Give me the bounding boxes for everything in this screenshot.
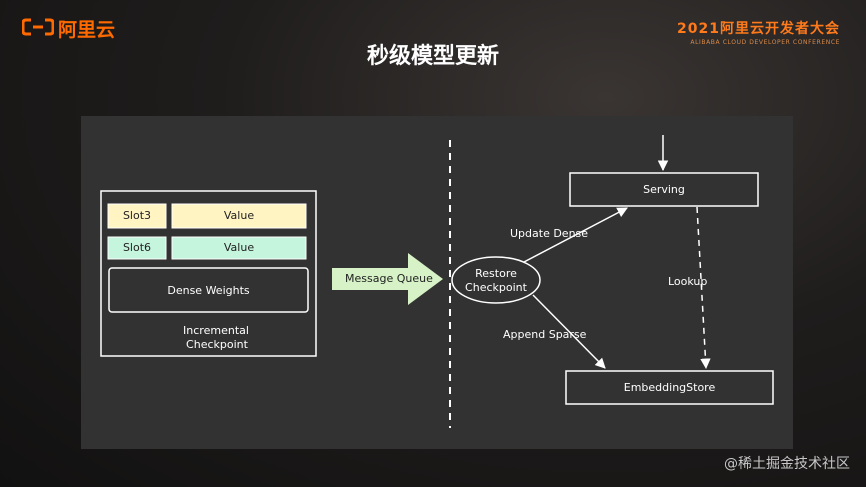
slot3-key-label: Slot3 [122, 209, 152, 222]
slide-title: 秒级模型更新 [366, 44, 499, 69]
update-dense-arrow [523, 207, 628, 263]
restore-checkpoint-label-line1: Restore [475, 267, 517, 280]
slot3-key-cell [107, 203, 167, 229]
restore-checkpoint-node [451, 256, 541, 304]
embedding-store-label: EmbeddingStore [623, 381, 716, 394]
serving-label: Serving [643, 183, 685, 196]
append-sparse-arrow [532, 294, 606, 369]
conference-banner: 2021阿里云开发者大会 ALIBABA CLOUD DEVELOPER CON… [677, 18, 840, 46]
slot6-value-label: Value [223, 241, 255, 254]
watermark: @稀土掘金技术社区 [724, 456, 850, 472]
message-queue-arrow [332, 253, 443, 305]
incremental-checkpoint-label-line1: Incremental [183, 324, 249, 337]
dense-weights-label: Dense Weights [167, 284, 250, 297]
incremental-checkpoint-label-line2: Checkpoint [186, 338, 248, 351]
message-queue-label: Message Queue [345, 272, 433, 285]
slot6-key-label: Slot6 [122, 241, 152, 254]
logo-text: 阿里云 [58, 19, 116, 41]
slot3-value-cell [171, 203, 307, 229]
update-dense-label: Update Dense [510, 227, 589, 240]
conference-title: 2021阿里云开发者大会 [677, 21, 840, 37]
alibaba-cloud-logo-icon [22, 18, 54, 36]
restore-checkpoint-label-line2: Checkpoint [465, 281, 527, 294]
dense-weights-box [108, 267, 309, 313]
append-sparse-label: Append Sparse [503, 328, 587, 341]
lookup-arrow [696, 206, 711, 370]
lookup-label: Lookup [668, 275, 708, 288]
slot6-key-cell [107, 236, 167, 260]
embedding-store-box [565, 370, 774, 405]
slot3-value-label: Value [223, 209, 255, 222]
serving-box [569, 172, 759, 207]
conference-subtitle: ALIBABA CLOUD DEVELOPER CONFERENCE [690, 39, 840, 46]
slot6-value-cell [171, 236, 307, 260]
incremental-checkpoint-box [100, 190, 317, 357]
